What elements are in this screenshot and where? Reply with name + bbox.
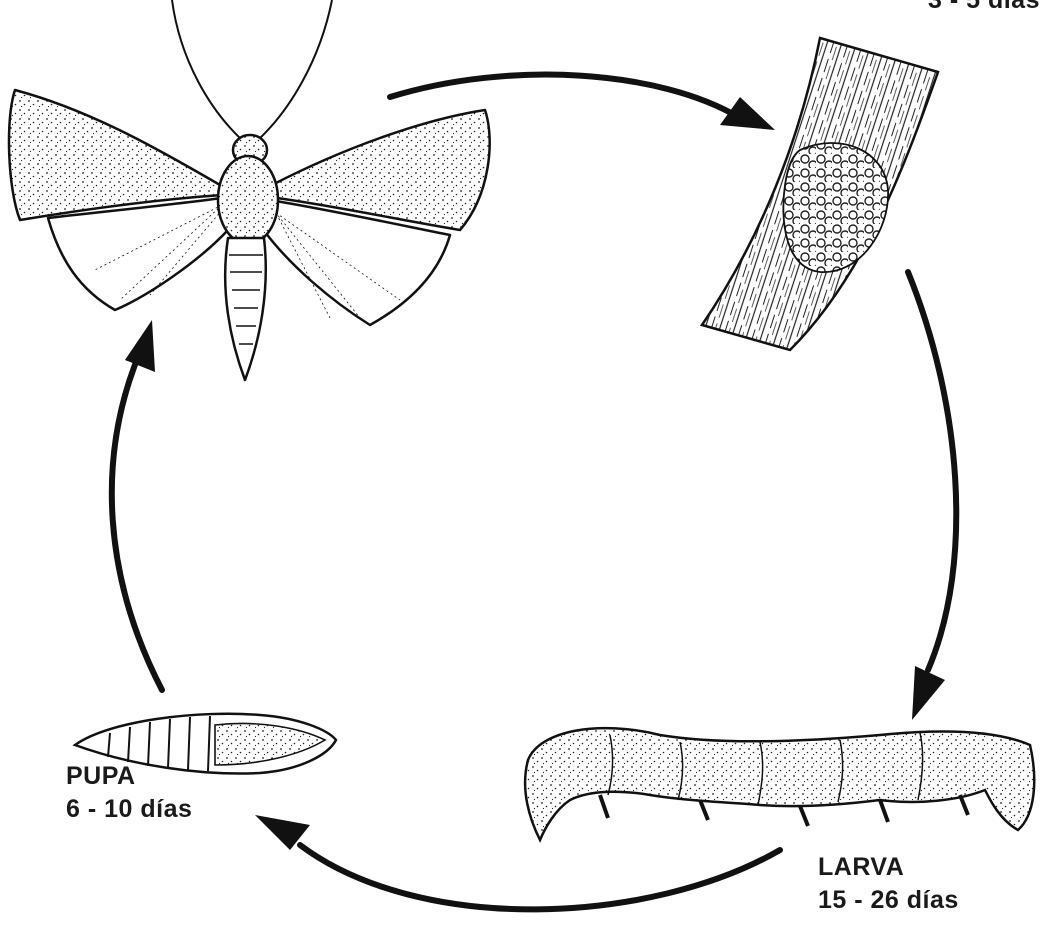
arrow-egg-to-larva	[908, 272, 956, 670]
larva-illustration	[525, 728, 1034, 840]
egg-duration: 3 - 5 días	[928, 0, 1040, 17]
moth-antenna-left	[172, 0, 242, 140]
adult-moth-illustration	[9, 0, 490, 380]
pupa-duration: 6 - 10 días	[66, 793, 192, 826]
larva-duration: 15 - 26 días	[818, 884, 959, 917]
pupa-name: PUPA	[66, 760, 192, 793]
arrow-larva-to-pupa	[300, 845, 780, 909]
arrow-adult-to-egg	[390, 75, 740, 118]
moth-forewing-left	[9, 90, 222, 220]
pupa-stage-label: PUPA 6 - 10 días	[66, 760, 192, 826]
larva-name: LARVA	[818, 851, 959, 884]
moth-hindwing-left	[48, 198, 228, 310]
arrowhead-adult	[125, 320, 155, 372]
moth-abdomen	[225, 238, 266, 380]
arrow-pupa-to-adult	[112, 352, 162, 690]
larva-stage-label: LARVA 15 - 26 días	[818, 851, 959, 917]
moth-thorax	[218, 156, 278, 244]
larva-body	[525, 728, 1034, 840]
arrowhead-larva	[912, 666, 945, 720]
egg-stage-illustration	[702, 38, 938, 350]
arrowhead-egg	[720, 97, 775, 130]
egg-cluster	[783, 143, 888, 272]
moth-antenna-right	[258, 0, 332, 140]
egg-stage-label: 3 - 5 días	[928, 0, 1040, 17]
